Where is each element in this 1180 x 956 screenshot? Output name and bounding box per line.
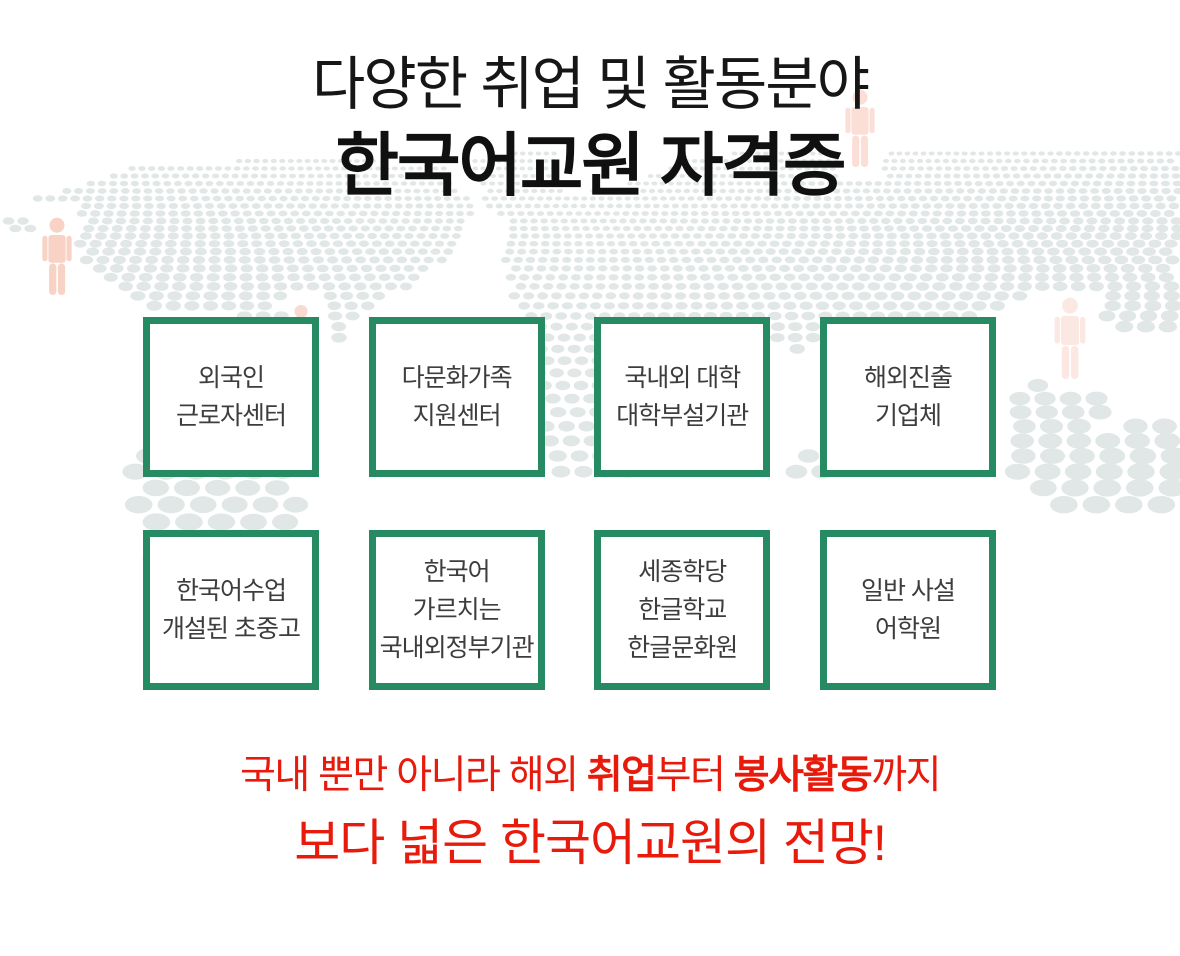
header: 다양한 취업 및 활동분야 한국어교원 자격증 [0,48,1180,206]
category-box-label: 한글문화원 [627,634,738,662]
main-subtitle: 한국어교원 자격증 [335,127,846,204]
category-box-label: 지원센터 [412,402,502,430]
person-icon [845,84,875,172]
category-box-government-institutions: 한국어 가르치는 국내외정부기관 [368,530,545,690]
category-box-label: 기업체 [874,402,942,430]
category-box-label: 국내외정부기관 [379,634,535,662]
category-box-label: 일반 사설 [860,577,956,605]
person-icon [1054,297,1086,379]
category-box-label: 한국어수업 [175,577,287,605]
category-box-label: 한글학교 [638,596,727,624]
category-box-label: 가르치는 [412,596,502,624]
category-box-label: 한국어 [423,558,491,586]
category-box-schools-with-korean-class: 한국어수업 개설된 초중고 [143,530,319,690]
category-box-label: 해외진출 [863,364,953,392]
footer-line2: 보다 넓은 한국어교원의 전망! [294,815,887,871]
category-box-sejong-hakdang: 세종학당 한글학교 한글문화원 [594,530,771,690]
footer-text-bold: 취업 [586,754,657,797]
footer-text: 까지 [871,754,941,797]
footer-text: 국내 뿐만 아니라 해외 [240,754,587,797]
category-box-foreign-worker-center: 외국인 근로자센터 [143,317,319,477]
category-grid: 외국인 근로자센터 다문화가족 지원센터 국내외 대학 대학부설기관 해외진출 … [143,317,996,690]
category-box-label: 외국인 [197,364,265,392]
category-box-multicultural-family-center: 다문화가족 지원센터 [368,317,545,477]
category-box-label: 국내외 대학 [624,364,741,392]
main-title: 다양한 취업 및 활동분야 [312,52,870,117]
category-box-overseas-company: 해외진출 기업체 [819,317,996,477]
category-box-label: 대학부설기관 [616,402,749,430]
footer: 국내 뿐만 아니라 해외 취업부터 봉사활동까지 보다 넓은 한국어교원의 전망… [0,752,1180,872]
person-icon [42,214,72,298]
footer-line1: 국내 뿐만 아니라 해외 취업부터 봉사활동까지 [0,752,1180,800]
category-box-private-language-academy: 일반 사설 어학원 [819,530,996,690]
category-box-label: 근로자센터 [175,402,287,430]
footer-text-bold: 봉사활동 [733,754,873,797]
category-box-label: 다문화가족 [401,364,513,392]
category-box-label: 세종학당 [638,558,727,586]
footer-text: 부터 [655,754,734,797]
category-box-label: 개설된 초중고 [162,615,301,643]
category-box-label: 어학원 [874,615,942,643]
category-box-university-affiliated: 국내외 대학 대학부설기관 [594,317,771,477]
